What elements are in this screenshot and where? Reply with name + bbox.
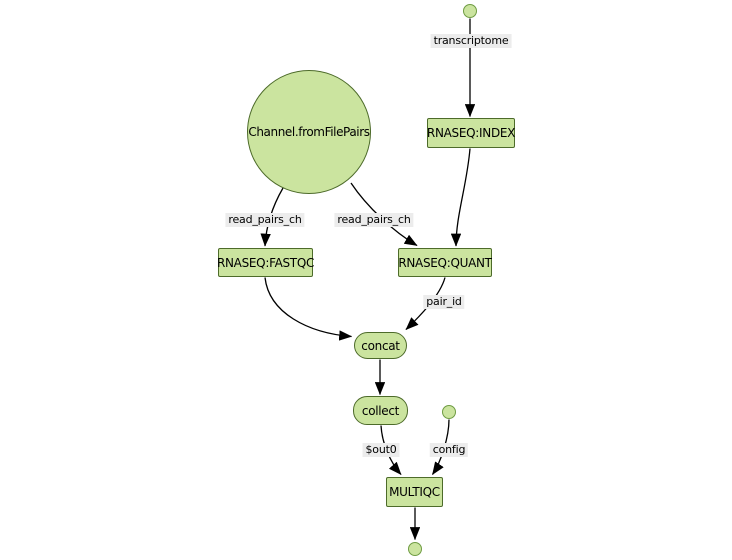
channel-fromfilepairs-node: Channel.fromFilePairs	[247, 70, 371, 194]
concat-node: concat	[354, 332, 407, 359]
concat-label: concat	[361, 338, 400, 353]
edge-label-out0: $out0	[362, 443, 400, 457]
rnaseq-quant-node: RNASEQ:QUANT	[398, 248, 492, 277]
rnaseq-index-label: RNASEQ:INDEX	[426, 126, 516, 140]
edge-fastqc-to-concat	[264, 277, 353, 341]
config-source-node	[442, 405, 456, 419]
edge-label-pair-id: pair_id	[423, 295, 465, 309]
edge-label-read-pairs-ch-left: read_pairs_ch	[225, 213, 305, 227]
edge-label-config: config	[429, 443, 469, 457]
rnaseq-fastqc-label: RNASEQ:FASTQC	[216, 255, 315, 270]
rnaseq-index-node: RNASEQ:INDEX	[427, 118, 515, 148]
transcriptome-source-node	[463, 4, 477, 18]
multiqc-node: MULTIQC	[386, 477, 443, 507]
rnaseq-fastqc-node: RNASEQ:FASTQC	[216, 248, 315, 277]
edge-label-read-pairs-ch-right: read_pairs_ch	[334, 213, 414, 227]
collect-label: collect	[361, 403, 400, 418]
channel-fromfilepairs-label: Channel.fromFilePairs	[248, 125, 370, 139]
rnaseq-quant-label: RNASEQ:QUANT	[398, 255, 492, 270]
output-sink-node	[408, 542, 422, 556]
collect-node: collect	[353, 396, 408, 425]
multiqc-label: MULTIQC	[389, 485, 440, 499]
edge-index-to-quant	[450, 148, 471, 247]
edge-label-transcriptome: transcriptome	[430, 34, 512, 48]
